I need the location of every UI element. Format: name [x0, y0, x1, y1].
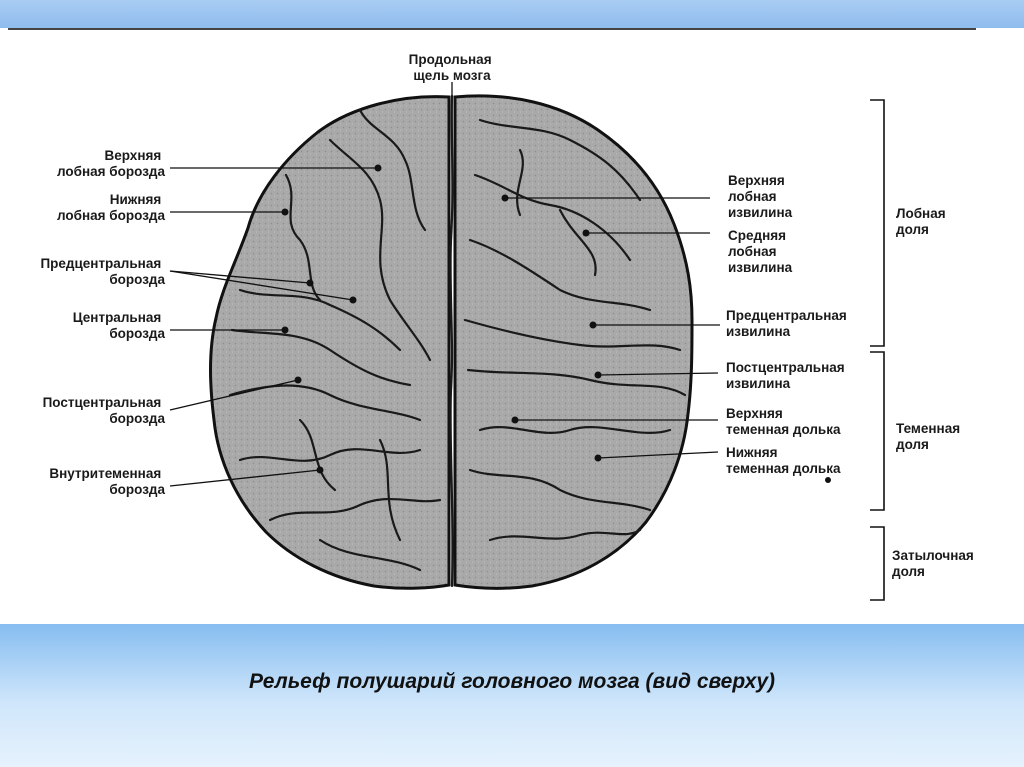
slide-caption: Рельеф полушарий головного мозга (вид св… [248, 670, 776, 693]
label-parietal-lobe: Теменная доля [896, 421, 964, 452]
label-inferior-parietal-lobule: Нижняя теменная долька [726, 445, 841, 476]
header-rule [8, 28, 976, 30]
label-postcentral-gyrus: Постцентральная извилина [726, 360, 848, 391]
right-hemisphere [453, 94, 694, 590]
label-superior-parietal-lobule: Верхняя теменная долька [726, 406, 841, 437]
left-hemisphere [209, 95, 451, 590]
left-leaders [169, 164, 382, 487]
label-central-sulcus: Центральная борозда [73, 310, 166, 341]
label-middle-frontal-gyrus: Средняя лобная извилина [728, 228, 793, 275]
left-sulci [228, 108, 442, 572]
label-fissure: Продольная щель мозга [409, 52, 496, 83]
label-precentral-sulcus: Предцентральная борозда [40, 256, 165, 287]
footer-band [0, 624, 1024, 767]
label-occipital-lobe: Затылочная доля [892, 548, 978, 579]
longitudinal-fissure [449, 94, 454, 588]
label-frontal-lobe: Лобная доля [896, 206, 949, 237]
label-superior-frontal-gyrus: Верхняя лобная извилина [728, 173, 793, 220]
right-leaders [501, 194, 831, 483]
label-superior-frontal-sulcus: Верхняя лобная борозда [57, 148, 165, 179]
label-postcentral-sulcus: Постцентральная борозда [43, 395, 166, 426]
label-intraparietal-sulcus: Внутритеменная борозда [49, 466, 165, 497]
right-sulci [463, 118, 687, 542]
header-band [0, 0, 1024, 28]
label-precentral-gyrus: Предцентральная извилина [726, 308, 851, 339]
label-inferior-frontal-sulcus: Нижняя лобная борозда [57, 192, 165, 223]
lobe-brackets [870, 99, 885, 601]
